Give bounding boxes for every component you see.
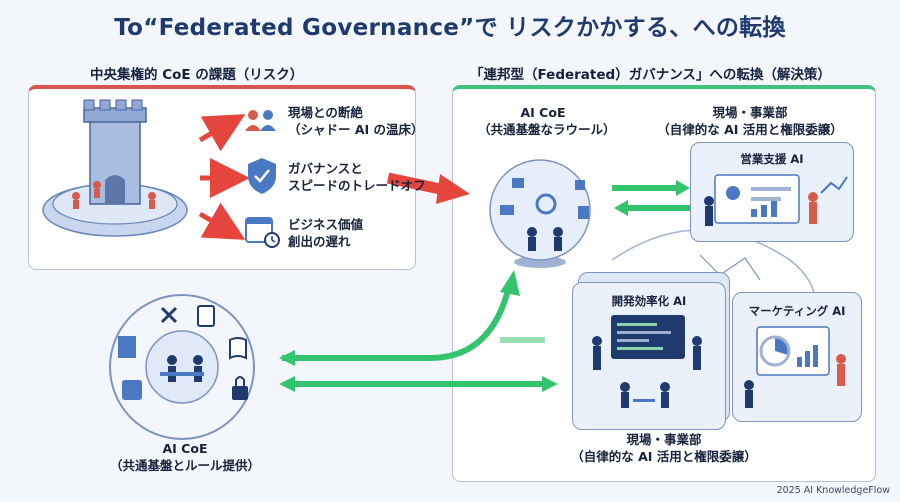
risk-item-3-line2: 創出の遅れ (288, 234, 351, 249)
page-title: To“Federated Governance”で リスクかかする、への転換 (114, 15, 786, 41)
card-sales-ai: 営業支援 AI (690, 142, 854, 242)
bottom-coe-title: AI CoE (162, 441, 208, 456)
book-icon (118, 336, 136, 358)
shield-check-icon (248, 158, 276, 194)
field-top-title: 現場・事業部 (712, 105, 788, 120)
card-marketing-ai-title: マーケティング AI (748, 304, 846, 318)
risk-item-3: ビジネス価値 創出の遅れ (288, 216, 363, 250)
field-top-label: 現場・事業部 （自律的な AI 活用と権限委譲） (650, 104, 850, 138)
risk-item-1: 現場との断絶 （シャドー AI の温床） (288, 104, 424, 138)
card-sales-ai-title: 営業支援 AI (740, 152, 804, 166)
risk-item-2: ガバナンスと スピードのトレードオフ (288, 160, 426, 194)
card-dev-ai: 開発効率化 AI (572, 282, 726, 430)
bottom-coe-label: AI CoE （共通基盤とルール提供） (110, 440, 260, 474)
calendar-clock-icon (245, 217, 280, 248)
people-icon (245, 110, 276, 131)
lock-icon (232, 386, 248, 400)
risk-item-1-line1: 現場との断絶 (288, 105, 363, 120)
sync-arrows-bottom (279, 270, 558, 392)
sync-arrows-top (612, 180, 690, 216)
card-marketing-ai: マーケティング AI (732, 292, 862, 422)
gear-doc-icon (122, 380, 142, 400)
bottom-coe-subtitle: （共通基盤とルール提供） (110, 458, 261, 473)
open-book-icon (229, 337, 247, 360)
bottom-coe-hub-icon (109, 294, 255, 440)
risk-item-3-line1: ビジネス価値 (288, 217, 364, 232)
coe-title: AI CoE (520, 105, 566, 120)
footer-credit: 2025 AI KnowledgeFlow (776, 485, 890, 496)
castle-tower-icon (42, 99, 188, 237)
risk-item-2-line1: ガバナンスと (288, 161, 363, 176)
left-section-title: 中央集権的 CoE の課題（リスク） (90, 67, 304, 83)
risk-arrows (198, 114, 250, 240)
field-bottom-subtitle: （自律的な AI 活用と権限委譲） (571, 449, 757, 464)
field-bottom-title: 現場・事業部 (626, 432, 702, 447)
coe-label: AI CoE （共通基盤なラウール） (478, 104, 616, 138)
coe-subtitle: （共通基盤なラウール） (478, 122, 616, 137)
tools-icon (160, 306, 178, 324)
field-top-subtitle: （自律的な AI 活用と権限委譲） (657, 122, 843, 137)
risk-item-2-line2: スピードのトレードオフ (288, 178, 426, 193)
right-section-title: 「連邦型（Federated）ガバナンス」への転換（解決策） (470, 67, 831, 83)
code-screen-icon (592, 315, 702, 408)
clipboard-icon (197, 305, 215, 327)
marketing-chart-icon (744, 326, 846, 408)
sales-dashboard-icon (704, 174, 848, 226)
field-bottom-label: 現場・事業部 （自律的な AI 活用と権限委譲） (564, 431, 764, 465)
card-dev-ai-title: 開発効率化 AI (611, 294, 687, 308)
coe-hub-icon (489, 159, 591, 268)
risk-item-1-line2: （シャドー AI の温床） (288, 122, 424, 137)
transform-arrow (386, 172, 447, 196)
